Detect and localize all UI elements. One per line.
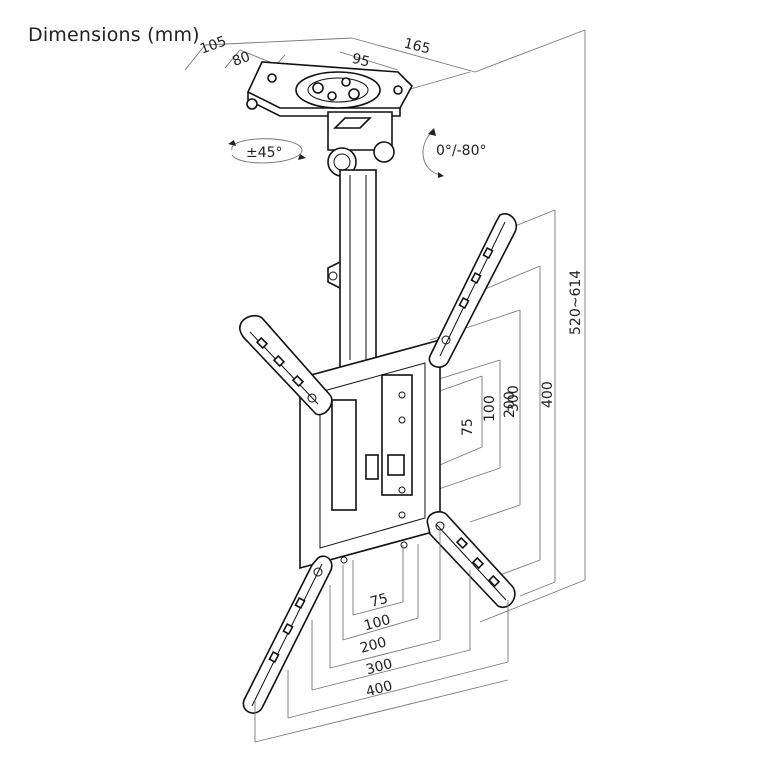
swivel-joint bbox=[327, 111, 395, 177]
vesa-v-400: 400 bbox=[540, 381, 556, 408]
diagram-title: Dimensions (mm) bbox=[28, 24, 200, 46]
swivel-label: ±45° bbox=[246, 145, 283, 161]
vesa-h-75: 75 bbox=[368, 591, 389, 611]
vesa-h-200: 200 bbox=[358, 634, 388, 656]
vesa-h-100: 100 bbox=[362, 612, 392, 634]
vesa-h-300: 300 bbox=[364, 656, 394, 678]
ceiling-plate bbox=[246, 61, 413, 117]
vesa-v-200: 200 bbox=[502, 391, 518, 418]
lower-left-arm bbox=[242, 555, 333, 714]
horizontal-dimensions: 75 100 200 300 400 bbox=[254, 530, 509, 743]
height-label: 520~614 bbox=[568, 270, 584, 335]
plate-depth-label: 105 bbox=[198, 33, 229, 57]
lower-right-arm bbox=[426, 510, 516, 609]
upper-left-arm bbox=[239, 314, 333, 416]
extension-pole bbox=[327, 169, 377, 371]
vesa-v-300: 300 bbox=[506, 385, 522, 412]
tilt-label: 0°/-80° bbox=[436, 143, 487, 159]
vesa-h-400: 400 bbox=[364, 678, 394, 700]
upper-right-arm bbox=[428, 213, 518, 368]
vesa-plate bbox=[299, 338, 441, 570]
plate-inner-width-label: 95 bbox=[350, 51, 371, 71]
plate-inner-depth-label: 80 bbox=[230, 49, 252, 70]
tilt-rotation: 0°/-80° bbox=[422, 128, 487, 178]
vesa-v-75: 75 bbox=[460, 418, 476, 436]
vesa-v-100: 100 bbox=[482, 395, 498, 422]
swivel-rotation: ±45° bbox=[228, 138, 306, 164]
plate-width-label: 165 bbox=[402, 36, 432, 58]
